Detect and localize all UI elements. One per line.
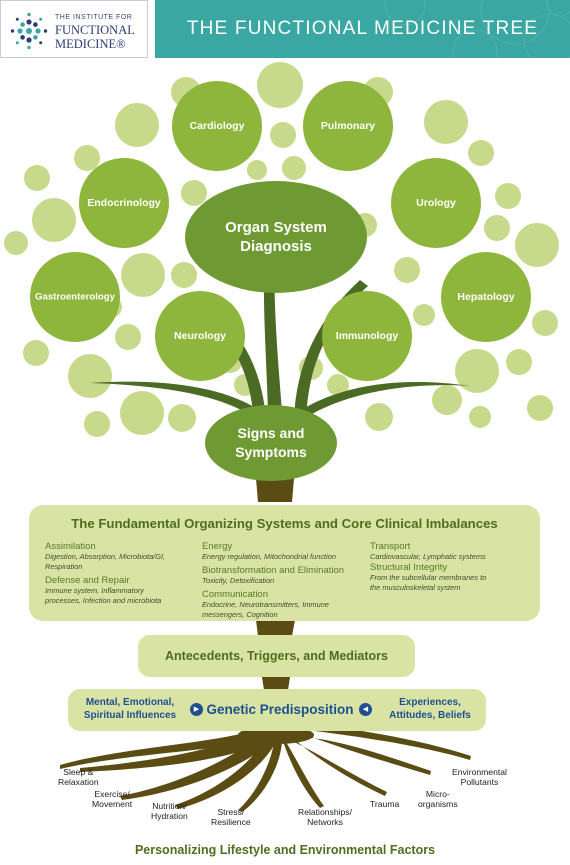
signs-line-2: Symptoms: [235, 444, 307, 460]
organ-system-diagnosis: Organ System Diagnosis: [225, 218, 327, 256]
organ-endocrinology: Endocrinology: [87, 197, 161, 209]
core-sub: Energy regulation, Mitochondrial functio…: [202, 552, 336, 561]
signs-line-1: Signs and: [237, 425, 305, 441]
root-text: Resilience: [211, 817, 251, 827]
core-sub: messengers, Cognition: [202, 610, 278, 619]
organ-gastroenterology: Gastroenterology: [35, 291, 115, 303]
signs-and-symptoms: Signs and Symptoms: [235, 424, 307, 462]
root-text: Pollutants: [460, 777, 499, 787]
core-heading: Energy: [202, 541, 233, 552]
banner-pattern: [384, 0, 570, 58]
logo-line-3: MEDICINE®: [55, 37, 126, 51]
logo-line-1: THE INSTITUTE FOR: [55, 14, 133, 21]
arrow-right-icon: ▶: [190, 703, 203, 716]
core-column-3: Transport Cardiovascular, Lymphatic syst…: [370, 541, 530, 593]
core-sub: Immune system, Inflammatory: [45, 586, 144, 595]
root-text: Networks: [307, 817, 343, 827]
footer-title: Personalizing Lifestyle and Environmenta…: [134, 843, 436, 857]
experiences-label: Experiences, Attitudes, Beliefs: [374, 696, 486, 722]
core-heading: Biotransformation and Elimination: [202, 565, 345, 576]
trunk-lower: [256, 620, 295, 636]
root-exercise: Exercise/ Movement: [92, 789, 132, 809]
core-sub: the musculoskeletal system: [370, 583, 461, 592]
leaf-circles-light: [4, 62, 559, 437]
title-banner: THE FUNCTIONAL MEDICINE TREE: [155, 0, 570, 58]
root-environmental: Environmental Pollutants: [452, 767, 507, 787]
core-sub: Cardiovascular, Lymphatic systems: [370, 552, 486, 561]
ifm-logo: THE INSTITUTE FOR FUNCTIONAL MEDICINE®: [0, 0, 148, 58]
antecedents-box: Antecedents, Triggers, and Mediators: [138, 635, 415, 677]
organ-hepatology: Hepatology: [457, 291, 515, 303]
core-heading: Transport: [370, 541, 411, 552]
genetic-predisposition-label: Genetic Predisposition: [206, 702, 354, 717]
organ-pulmonary: Pulmonary: [320, 120, 376, 132]
experiences-line-1: Experiences,: [399, 697, 461, 708]
genetic-box: Mental, Emotional, Spiritual Influences …: [68, 689, 486, 731]
page-title: THE FUNCTIONAL MEDICINE TREE: [186, 18, 539, 39]
organ-circles: [30, 81, 531, 381]
experiences-line-2: Attitudes, Beliefs: [389, 710, 471, 721]
root-text: Relationships/: [298, 807, 352, 817]
diagnosis-line-1: Organ System: [225, 219, 327, 236]
diagnosis-ellipse: [185, 181, 367, 293]
root-text: Sleep &: [63, 767, 94, 777]
root-nutrition: Nutrition/ Hydration: [151, 801, 188, 821]
core-systems-box: The Fundamental Organizing Systems and C…: [29, 505, 540, 621]
core-heading: Communication: [202, 589, 268, 600]
root-trauma: Trauma: [370, 799, 399, 809]
core-sub: Respiration: [45, 562, 83, 571]
core-column-2: Energy Energy regulation, Mitochondrial …: [202, 541, 372, 620]
antecedents-label: Antecedents, Triggers, and Mediators: [165, 649, 388, 663]
logo-mark-icon: [10, 12, 48, 50]
mental-influences-label: Mental, Emotional, Spiritual Influences: [74, 696, 186, 722]
root-text: Relaxation: [58, 777, 99, 787]
core-column-1: Assimilation Digestion, Absorption, Micr…: [45, 541, 215, 606]
mental-line-1: Mental, Emotional,: [85, 697, 175, 708]
core-heading: Defense and Repair: [45, 575, 130, 586]
root-stress: Stress/ Resilience: [211, 807, 251, 827]
organ-cardiology: Cardiology: [189, 120, 245, 132]
root-text: Stress/: [217, 807, 245, 817]
core-heading: Assimilation: [45, 541, 96, 552]
root-sleep: Sleep & Relaxation: [58, 767, 99, 787]
diagnosis-line-2: Diagnosis: [240, 238, 312, 255]
root-text: Micro-: [425, 789, 450, 799]
trunk-mid: [262, 677, 290, 690]
root-microorganisms: Micro- organisms: [418, 789, 458, 809]
core-heading: Structural Integrity: [370, 562, 448, 573]
arrow-left-icon: ◀: [359, 703, 372, 716]
root-text: Nutrition/: [152, 801, 187, 811]
root-relationships: Relationships/ Networks: [298, 807, 352, 827]
organ-immunology: Immunology: [335, 330, 399, 342]
core-sub: Digestion, Absorption, Microbiota/GI,: [45, 552, 166, 561]
mental-line-2: Spiritual Influences: [83, 710, 177, 721]
core-title: The Fundamental Organizing Systems and C…: [71, 516, 498, 531]
organ-neurology: Neurology: [174, 330, 226, 342]
root-text: Exercise/: [94, 789, 130, 799]
root-text: Hydration: [151, 811, 188, 821]
root-text: organisms: [418, 799, 458, 809]
organ-urology: Urology: [416, 197, 456, 209]
root-text: Trauma: [370, 799, 400, 809]
core-sub: Toxicity, Detoxification: [202, 576, 275, 585]
root-text: Environmental: [452, 767, 507, 777]
core-sub: From the subcellular membranes to: [370, 573, 487, 582]
core-sub: Endocrine, Neurotransmitters, Immune: [202, 600, 329, 609]
signs-ellipse: [205, 405, 337, 481]
root-text: Movement: [92, 799, 133, 809]
core-sub: processes, Infection and microbiota: [45, 596, 162, 605]
logo-line-2: FUNCTIONAL: [55, 23, 135, 37]
